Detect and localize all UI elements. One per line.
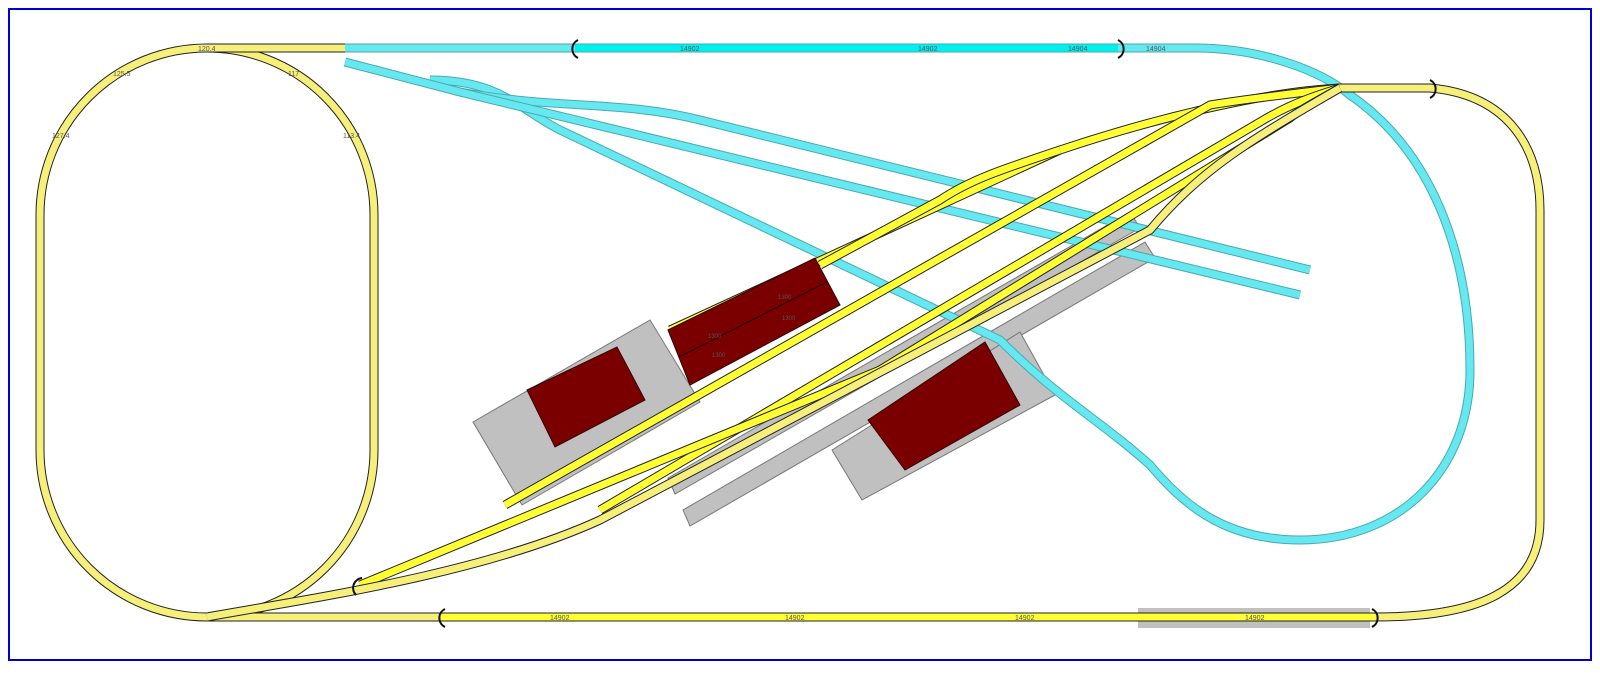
roof-ridge (678, 281, 828, 358)
buffer-stop-icon (352, 577, 363, 596)
buffer-stop-icon (1117, 39, 1125, 59)
buffer-stop-icon (1371, 608, 1379, 628)
track-label: 14902 (1015, 615, 1035, 622)
building-left-roof (526, 346, 646, 448)
track-label: 14902 (1245, 615, 1265, 622)
buffer-stop-icon (1429, 79, 1437, 99)
building-label: 1300 (708, 334, 722, 340)
track-label: 127.4 (52, 133, 70, 140)
buffer-stop-icon (571, 39, 579, 59)
building-label: 1300 (778, 295, 792, 301)
end-stops (352, 39, 1437, 628)
track-label: 14902 (550, 615, 570, 622)
track-label: 117 (288, 71, 299, 78)
track-label: 14902 (918, 46, 938, 53)
track-label: 113.4 (343, 133, 360, 140)
track-label: 14904 (1068, 46, 1088, 53)
track-label: 125.5 (113, 71, 131, 78)
track-label: 14902 (785, 615, 805, 622)
track-label: 14904 (1146, 46, 1166, 53)
yellow-tracks (35, 43, 1545, 622)
buffer-stop-icon (438, 608, 446, 628)
building-label: 1300 (782, 316, 796, 322)
building-right-roof (867, 341, 1021, 471)
cyan-tracks (343, 43, 1475, 545)
track-label: 14902 (680, 46, 700, 53)
building-label: 1300 (712, 353, 726, 359)
building-center (667, 257, 841, 386)
track-label: 120.4 (198, 46, 216, 53)
